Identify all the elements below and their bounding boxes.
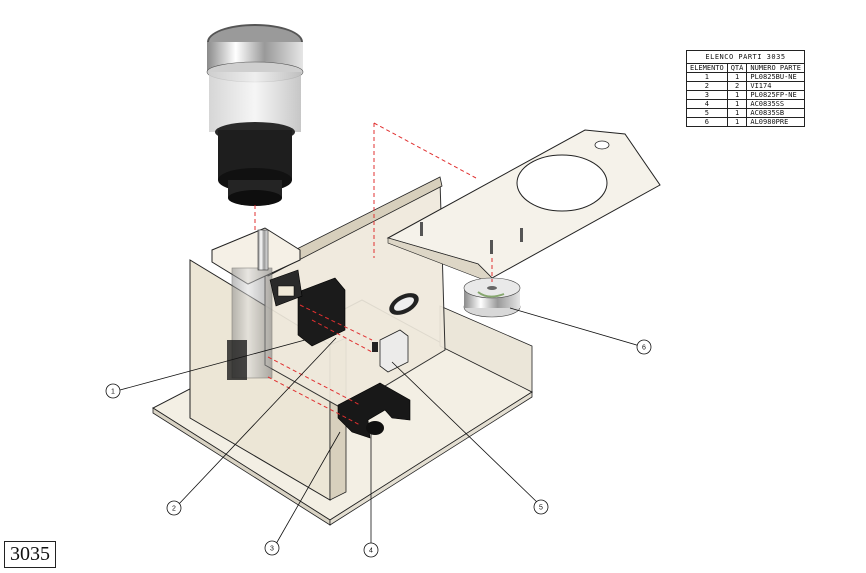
- svg-text:1: 1: [111, 389, 115, 396]
- motor-housing: [211, 227, 301, 380]
- parts-list-header-row: ELEMENTO QTÀ NUMERO PARTE: [686, 63, 805, 73]
- quantity-cell: 1: [726, 99, 748, 109]
- quantity-cell: 2: [726, 81, 748, 91]
- parts-list-title: ELENCO PARTI 3035: [686, 50, 805, 64]
- svg-text:4: 4: [369, 548, 373, 555]
- quantity-cell: 1: [726, 108, 748, 118]
- balloon-1: 1: [105, 383, 121, 399]
- element-cell: 6: [686, 117, 728, 127]
- element-cell: 5: [686, 108, 728, 118]
- column-header-part-number: NUMERO PARTE: [746, 63, 805, 73]
- part-number-cell: VI174: [746, 81, 805, 91]
- hopper-jar: [206, 24, 304, 206]
- quantity-cell: 1: [726, 72, 748, 82]
- part-number-cell: PL0825FP-NE: [746, 90, 805, 100]
- element-cell: 4: [686, 99, 728, 109]
- balloon-4: 4: [363, 542, 379, 558]
- svg-text:5: 5: [539, 505, 543, 512]
- element-cell: 3: [686, 90, 728, 100]
- column-header-element: ELEMENTO: [686, 63, 728, 73]
- leader-lines: [119, 307, 641, 547]
- svg-text:6: 6: [642, 345, 646, 352]
- drawing-number-label: 3035: [4, 541, 56, 568]
- svg-text:3: 3: [270, 546, 274, 553]
- part-number-cell: PL0825BU-NE: [746, 72, 805, 82]
- part-5-small-bracket: [372, 329, 409, 373]
- element-cell: 1: [686, 72, 728, 82]
- element-cell: 2: [686, 81, 728, 91]
- quantity-cell: 1: [726, 90, 748, 100]
- quantity-cell: 1: [726, 117, 748, 127]
- part-number-cell: AC0835SB: [746, 108, 805, 118]
- part-number-cell: AL0980PRE: [746, 117, 805, 127]
- svg-text:2: 2: [172, 506, 176, 513]
- part-number-cell: AC0835SS: [746, 99, 805, 109]
- balloon-5: 5: [533, 499, 549, 515]
- balloon-2: 2: [166, 500, 182, 516]
- part-1-motor-bracket: [269, 269, 346, 347]
- column-header-quantity: QTÀ: [726, 63, 748, 73]
- balloon-6: 6: [636, 339, 652, 355]
- parts-list-table: ELENCO PARTI 3035 ELEMENTO QTÀ NUMERO PA…: [686, 50, 805, 127]
- balloon-3: 3: [264, 540, 280, 556]
- top-mounting-plate: [386, 129, 661, 284]
- part-4-support-bracket: [337, 382, 411, 439]
- assembly-lines: [254, 122, 493, 426]
- part-6-chrome-cap: [463, 277, 521, 318]
